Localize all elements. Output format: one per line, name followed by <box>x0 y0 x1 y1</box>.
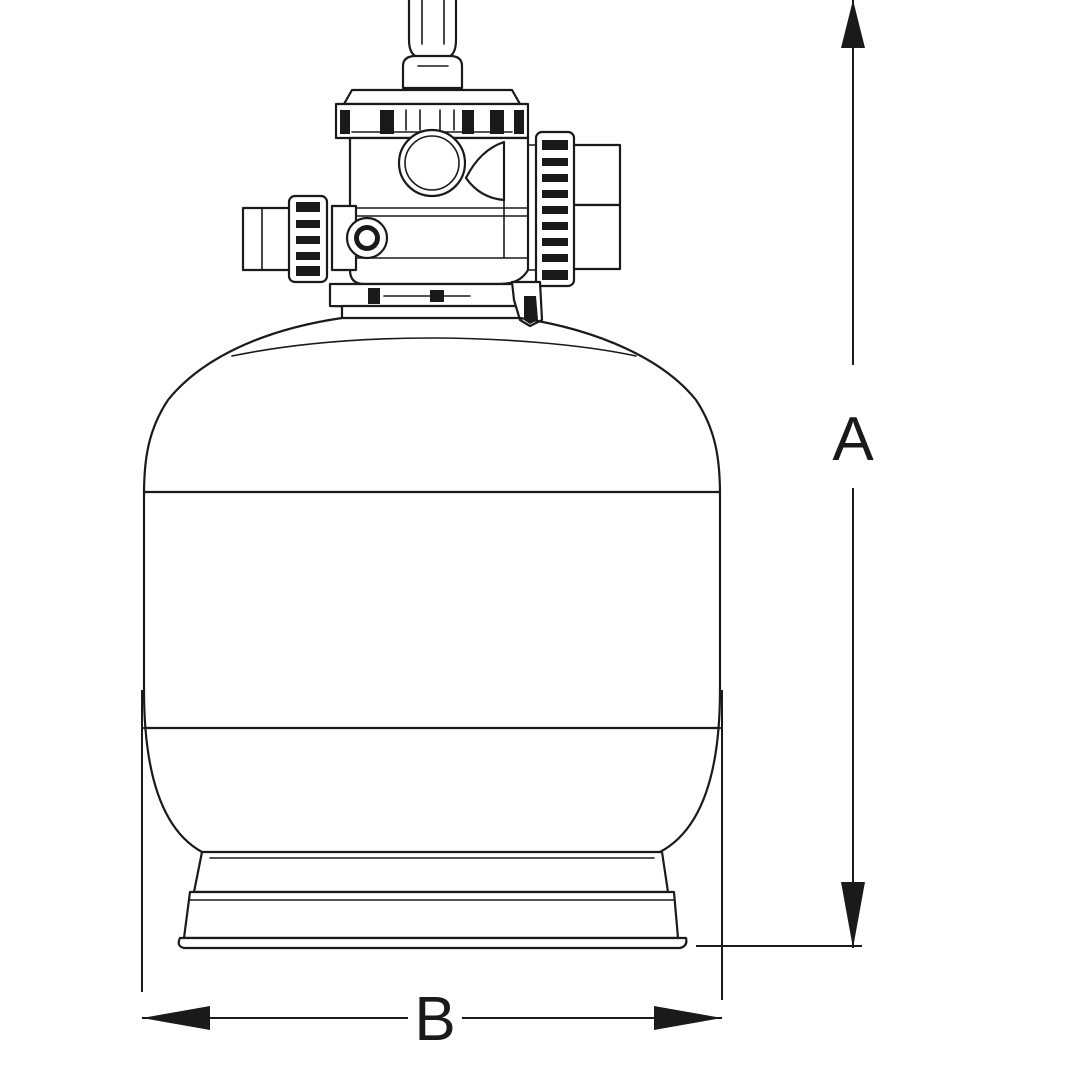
dimension-label-a: A <box>832 405 874 474</box>
filter-tank <box>142 316 722 854</box>
valve-body <box>348 128 530 286</box>
valve-handle <box>401 0 464 90</box>
dimension-label-b: B <box>414 985 455 1054</box>
dimension-b: B <box>141 690 723 1054</box>
left-union-connector <box>241 194 329 284</box>
filter-base <box>177 850 688 950</box>
valve-clamp <box>328 280 544 328</box>
right-union-connector <box>527 130 622 288</box>
pressure-gauge <box>330 204 389 272</box>
dimension-a: A <box>696 0 874 948</box>
